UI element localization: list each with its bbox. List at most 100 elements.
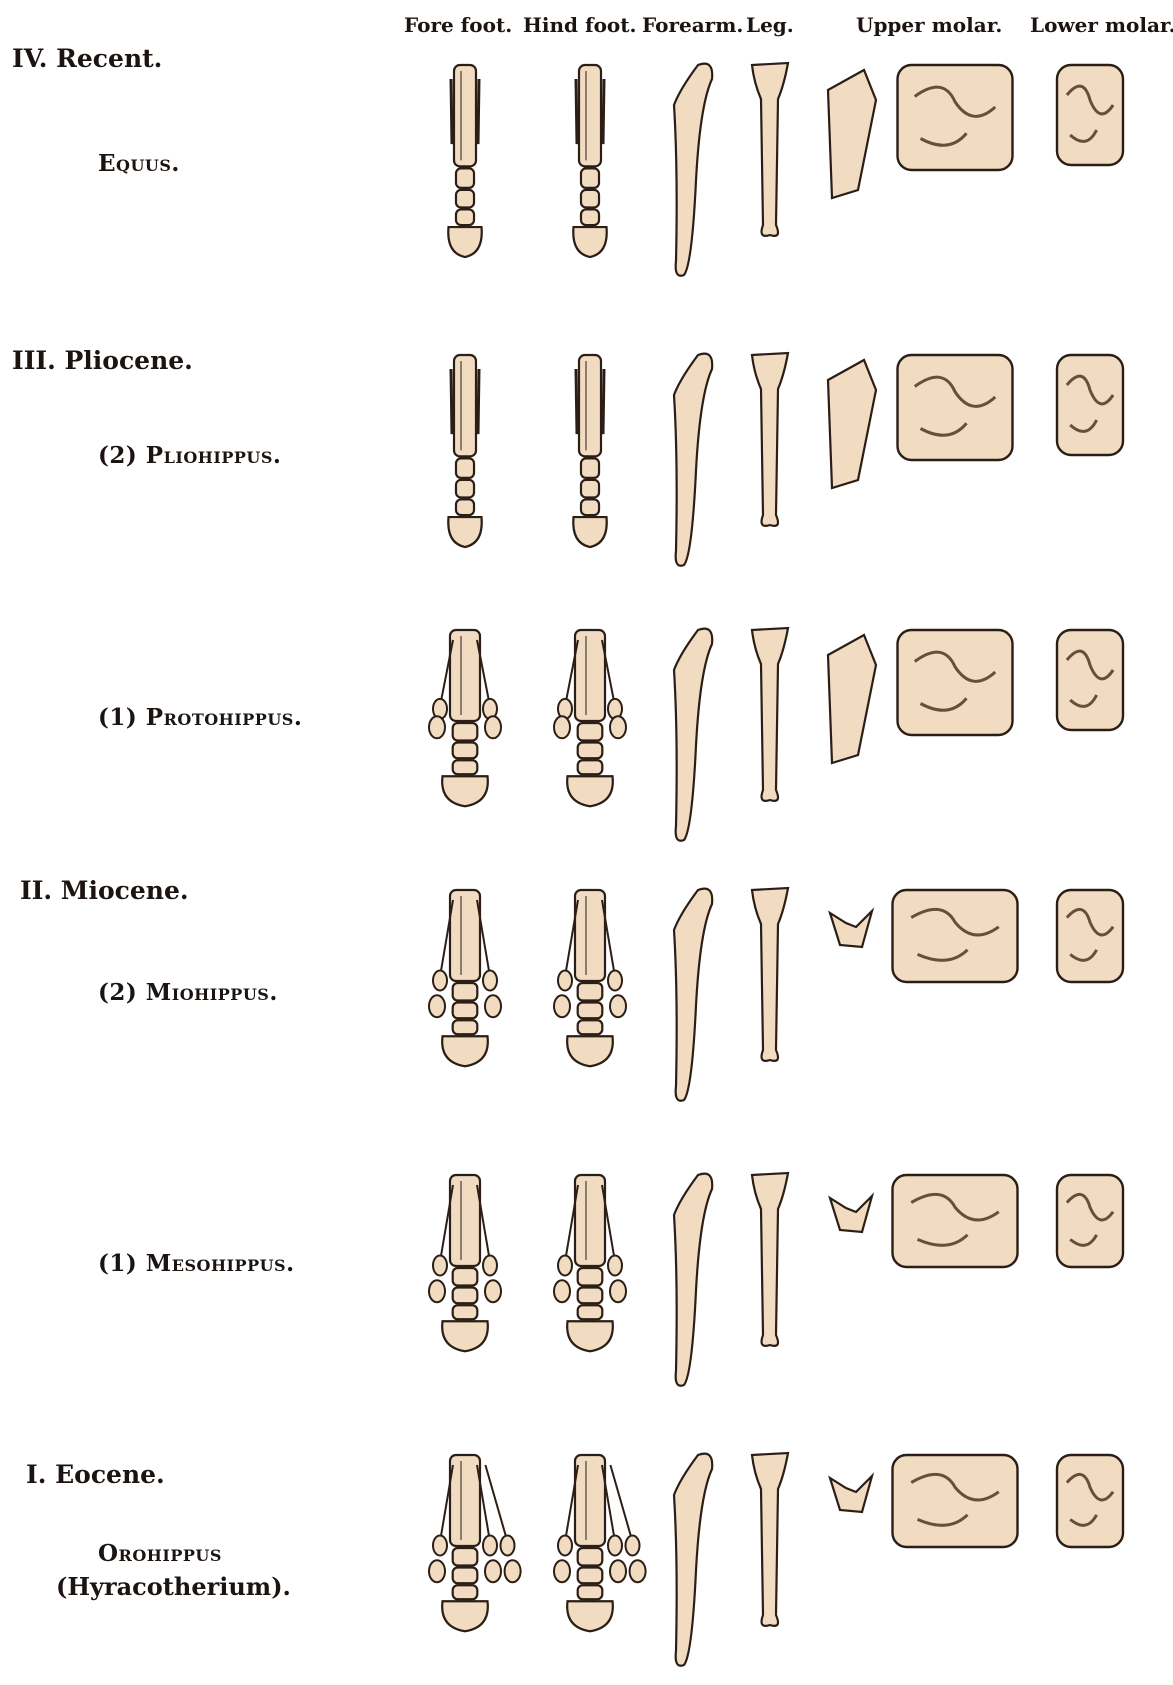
tibia — [752, 888, 788, 1061]
genus-label-mesohippus: (1) Mesohippus. — [98, 1250, 295, 1277]
fossil-row — [429, 1453, 1123, 1666]
molar-outline — [898, 65, 1013, 170]
forearm-drawing — [674, 1174, 712, 1386]
phalanx — [456, 480, 474, 498]
phalanx — [578, 723, 603, 741]
side-phalanx — [433, 1535, 447, 1555]
phalanx — [578, 1268, 603, 1286]
leg-drawing — [752, 628, 788, 801]
tooth-crown — [830, 911, 872, 947]
tooth-crown — [828, 360, 876, 488]
side-hoof — [429, 1560, 445, 1582]
radius-ulna — [674, 889, 712, 1101]
hoof — [442, 1601, 488, 1631]
side-hoof — [429, 716, 445, 738]
side-hoof — [429, 1280, 445, 1302]
hoof — [442, 1036, 488, 1066]
side-hoof — [554, 1560, 570, 1582]
phalanx — [578, 1020, 603, 1034]
fore-foot-drawing — [429, 890, 501, 1066]
hind-foot-drawing — [554, 630, 626, 806]
hoof — [448, 227, 481, 257]
phalanx — [453, 1288, 478, 1304]
phalanx — [578, 1288, 603, 1304]
side-hoof — [630, 1560, 646, 1582]
phalanx — [453, 723, 478, 741]
side-hoof — [610, 1280, 626, 1302]
phalanx — [578, 1548, 603, 1566]
side-hoof — [610, 716, 626, 738]
fore-foot-drawing — [429, 1175, 501, 1351]
genus-name: Mesohippus. — [146, 1250, 295, 1277]
tibia — [752, 1453, 788, 1626]
fossil-row — [429, 1173, 1123, 1386]
phalanx — [581, 209, 599, 225]
genus-prefix: (2) — [98, 979, 137, 1006]
leg-drawing — [752, 888, 788, 1061]
radius-ulna — [674, 1454, 712, 1666]
phalanx — [453, 1305, 478, 1319]
hoof — [573, 227, 606, 257]
molar-outline — [1057, 1175, 1123, 1267]
side-phalanx — [483, 1255, 497, 1275]
splint-bone — [576, 79, 577, 144]
hoof — [448, 517, 481, 547]
lower-molar-drawing — [1057, 890, 1123, 982]
column-header-lower-molar: Lower molar. — [1030, 13, 1173, 37]
phalanx — [581, 190, 599, 208]
molar-outline — [1057, 630, 1123, 730]
molar-outline — [1057, 890, 1123, 982]
metapodial — [454, 65, 476, 166]
phalanx — [581, 499, 599, 515]
phalanx — [581, 168, 599, 188]
side-phalanx — [501, 1535, 515, 1555]
genus-prefix: (1) — [98, 704, 137, 731]
phalanx — [581, 480, 599, 498]
metapodial — [450, 890, 480, 981]
fore-foot-drawing — [448, 355, 481, 547]
molar-outline — [898, 355, 1013, 460]
hind-foot-drawing — [554, 890, 626, 1066]
leg-drawing — [752, 1453, 788, 1626]
upper-tooth-side-drawing — [830, 911, 872, 947]
hind-foot-drawing — [554, 1455, 646, 1631]
phalanx — [453, 1003, 478, 1019]
tooth-crown — [830, 1196, 872, 1232]
side-phalanx — [483, 1535, 497, 1555]
upper-tooth-side-drawing — [830, 1196, 872, 1232]
molar-outline — [893, 890, 1018, 982]
side-phalanx — [608, 1255, 622, 1275]
molar-outline — [893, 1175, 1018, 1267]
splint-bone — [603, 79, 604, 144]
splint-bone — [478, 369, 479, 434]
side-hoof — [610, 1560, 626, 1582]
side-phalanx — [558, 1535, 572, 1555]
fossil-row — [429, 628, 1123, 841]
lower-molar-drawing — [1057, 355, 1123, 455]
side-phalanx — [608, 1535, 622, 1555]
upper-tooth-side-drawing — [828, 360, 876, 488]
tooth-crown — [828, 635, 876, 763]
metapodial — [450, 630, 480, 721]
metapodial — [575, 1175, 605, 1266]
lower-molar-drawing — [1057, 1455, 1123, 1547]
tibia — [752, 628, 788, 801]
fore-foot-drawing — [429, 1455, 521, 1631]
upper-molar-drawing — [893, 890, 1018, 982]
phalanx — [453, 1568, 478, 1584]
phalanx — [453, 983, 478, 1001]
side-hoof — [554, 1280, 570, 1302]
column-header-upper-molar: Upper molar. — [856, 13, 1002, 37]
lower-molar-drawing — [1057, 630, 1123, 730]
metapodial — [575, 890, 605, 981]
splint-bone — [603, 369, 604, 434]
upper-molar-drawing — [893, 1175, 1018, 1267]
phalanx — [578, 1568, 603, 1584]
side-hoof — [505, 1560, 521, 1582]
phalanx — [456, 168, 474, 188]
phalanx — [456, 458, 474, 478]
forearm-drawing — [674, 354, 712, 566]
phalanx — [453, 743, 478, 759]
radius-ulna — [674, 629, 712, 841]
